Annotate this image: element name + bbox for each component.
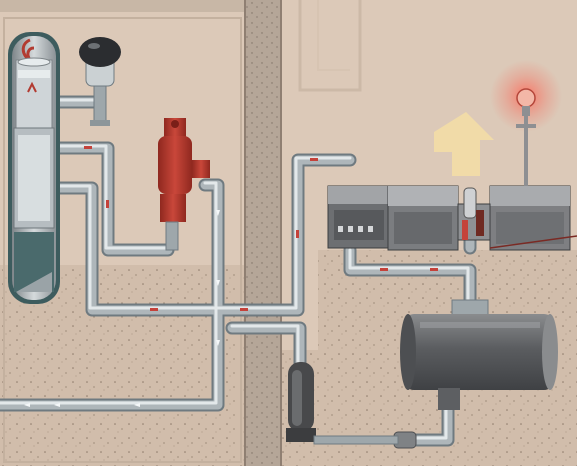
containment-wall: [245, 0, 281, 466]
turbine-high-pressure: [328, 186, 388, 248]
reactor-vessel: [8, 32, 60, 304]
generator: [490, 186, 577, 250]
turbine-low-pressure: [388, 186, 458, 250]
